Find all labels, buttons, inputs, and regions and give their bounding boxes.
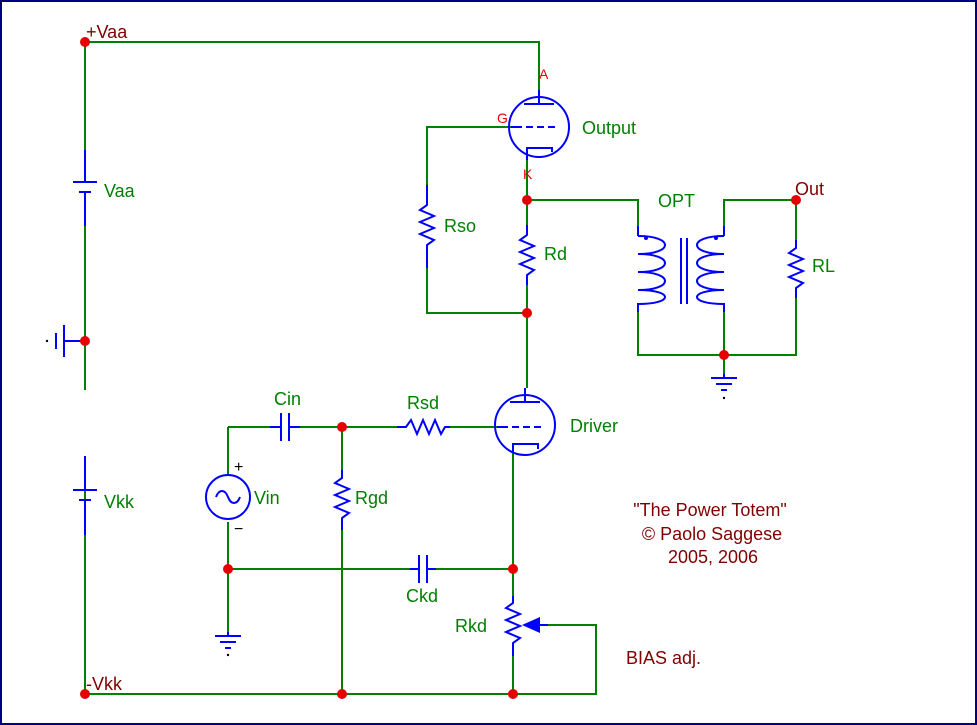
label-vin-minus: −: [234, 521, 243, 538]
label-bias-adj: BIAS adj.: [626, 648, 701, 668]
resistor-rgd: [332, 470, 352, 530]
resistor-rso: [417, 185, 437, 268]
credit-years: 2005, 2006: [668, 547, 758, 567]
capacitor-ckd: [410, 555, 436, 583]
label-driver-tube: Driver: [570, 416, 618, 436]
label-rkd: Rkd: [455, 616, 487, 636]
label-vin-plus: +: [234, 459, 243, 476]
label-ckd: Ckd: [406, 586, 438, 606]
transformer-opt: [637, 226, 725, 312]
label-pin-anode: A: [539, 66, 549, 82]
label-cin: Cin: [274, 389, 301, 409]
ground-input: [215, 632, 241, 657]
label-vaa-rail: +Vaa: [86, 22, 128, 42]
resistor-rd: [517, 225, 537, 285]
label-vaa-battery: Vaa: [104, 181, 136, 201]
credit-title: "The Power Totem": [633, 500, 787, 520]
junction-nodes: [80, 37, 801, 699]
label-vkk-rail: -Vkk: [86, 674, 123, 694]
label-rd: Rd: [544, 244, 567, 264]
driver-tube: [494, 388, 556, 456]
battery-vaa: [73, 150, 97, 226]
label-rgd: Rgd: [355, 488, 388, 508]
wires: [84, 41, 797, 695]
resistor-rl: [786, 240, 806, 298]
label-rsd: Rsd: [407, 393, 439, 413]
label-rl: RL: [812, 256, 835, 276]
center-ground-symbol: [45, 325, 85, 357]
output-tube: [508, 90, 570, 160]
label-opt: OPT: [658, 191, 695, 211]
label-pin-grid: G: [497, 110, 508, 126]
ground-opt: [711, 374, 737, 400]
potentiometer-rkd: [503, 596, 548, 656]
label-vin: Vin: [254, 488, 280, 508]
label-vkk-battery: Vkk: [104, 492, 135, 512]
label-out: Out: [795, 179, 824, 199]
resistor-rsd: [397, 417, 450, 437]
credit-author: © Paolo Saggese: [642, 524, 782, 544]
label-rso: Rso: [444, 216, 476, 236]
label-pin-cathode: K: [523, 166, 533, 182]
capacitor-cin: [270, 413, 300, 441]
battery-vkk: [73, 456, 97, 535]
label-output-tube: Output: [582, 118, 636, 138]
source-vin: [205, 474, 251, 520]
